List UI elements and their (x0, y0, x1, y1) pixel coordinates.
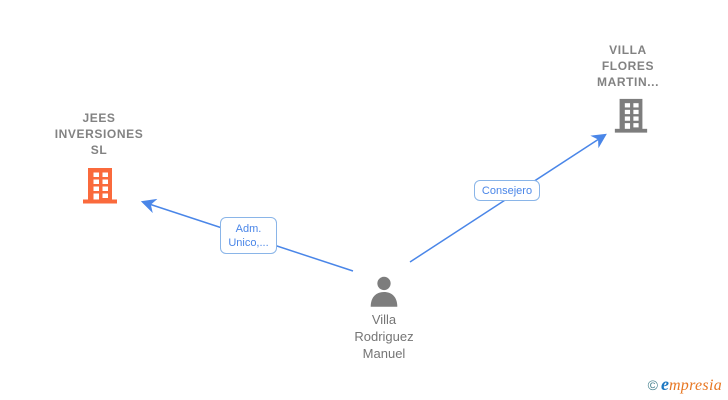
company-name-line: SL (90, 143, 108, 157)
edge-label-line: Consejero (481, 184, 533, 197)
company-name-line: MARTIN... (596, 75, 660, 89)
edge-label-line: Adm. (235, 222, 262, 235)
edge-label-line: Unico,... (228, 236, 269, 249)
copyright-icon: © (647, 377, 658, 393)
company-name-line: INVERSIONES (54, 127, 144, 141)
person-name-line: Villa (371, 312, 397, 327)
edge-label-consejero[interactable]: Consejero (474, 180, 540, 201)
brand-name: mpresia (668, 377, 722, 394)
node-label-villa-flores-martin[interactable]: VILLA FLORES MARTIN... (548, 42, 708, 90)
person-name-line: Rodriguez (354, 329, 414, 344)
node-label-villa-rodriguez-manuel[interactable]: Villa Rodriguez Manuel (304, 311, 464, 362)
person-name-line: Manuel (362, 346, 406, 361)
person-icon[interactable] (365, 276, 403, 307)
brand-initial: e (660, 374, 669, 394)
building-icon[interactable] (78, 165, 122, 207)
building-icon[interactable] (609, 97, 653, 135)
edge-label-adm-unico[interactable]: Adm. Unico,... (220, 217, 277, 254)
company-name-line: FLORES (601, 59, 655, 73)
node-label-jees-inversiones[interactable]: JEES INVERSIONES SL (19, 110, 179, 158)
company-name-line: JEES (82, 111, 116, 125)
empresia-logo[interactable]: ©empresia (648, 374, 722, 395)
company-name-line: VILLA (609, 43, 647, 57)
